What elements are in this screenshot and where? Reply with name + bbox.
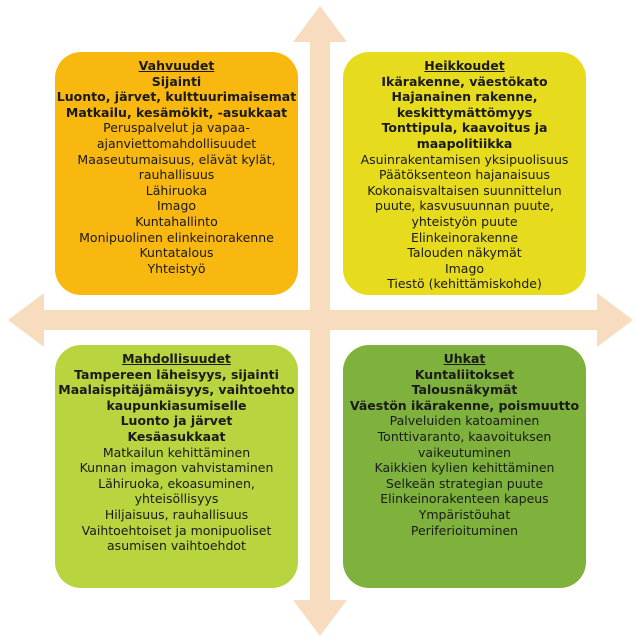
threats-item: Palveluiden katoaminen (389, 413, 540, 429)
threats-item: Periferioituminen (410, 522, 519, 538)
strengths-item: Maaseutumaisuus, elävät kylät, (77, 151, 276, 167)
threats-key-item: Väestön ikärakenne, poismuutto (349, 397, 580, 413)
weaknesses-key-item: Tonttipula, kaavoitus ja (381, 120, 548, 136)
strengths-item: Imago (156, 198, 197, 214)
weaknesses-item: Kokonaisvaltaisen suunnittelun (367, 182, 562, 198)
threats-item: Kaikkien kylien kehittäminen (374, 460, 555, 476)
weaknesses-item: Talouden näkymät (407, 245, 522, 261)
opportunities-item: Lähiruoka, ekoasuminen, (98, 475, 255, 491)
threats-key-item: Kuntaliitokset (414, 366, 515, 382)
strengths-item: rauhallisuus (138, 167, 215, 183)
threats-heading: Uhkat (443, 351, 486, 366)
opportunities-heading: Mahdollisuudet (122, 351, 231, 366)
weaknesses-item: Elinkeinorakenne (410, 229, 519, 245)
threats-item: vaikeutuminen (418, 444, 511, 460)
opportunities-key-item: Luonto ja järvet (120, 413, 233, 429)
weaknesses-key-item: Ikärakenne, väestökato (381, 73, 548, 89)
opportunities-item: yhteisöllisyys (134, 491, 219, 507)
strengths-item: Kuntatalous (139, 245, 214, 261)
weaknesses-key-item: maapolitiikka (416, 135, 513, 151)
weaknesses-heading: Heikkoudet (424, 58, 505, 73)
strengths-item: Peruspalvelut ja vapaa- (103, 120, 250, 136)
strengths-heading: Vahvuudet (138, 58, 215, 73)
horizontal-axis-arrow (8, 293, 633, 347)
weaknesses-key-item: Hajanainen rakenne, (391, 89, 538, 105)
opportunities-item: Vaihtoehtoiset ja monipuoliset (81, 522, 272, 538)
opportunities-item: asumisen vaihtoehdot (107, 538, 246, 554)
threats-item: Tonttivaranto, kaavoituksen (377, 428, 552, 444)
strengths-key-item: Sijainti (151, 73, 202, 89)
opportunities-key-item: Maalaispitäjämäisyys, vaihtoehto (58, 382, 295, 398)
threats-item: Elinkeinorakenteen kapeus (380, 491, 549, 507)
weaknesses-item: Asuinrakentamisen yksipuolisuus (360, 151, 569, 167)
opportunities-item: Matkailun kehittäminen (102, 444, 251, 460)
weaknesses-item: Imago (444, 260, 485, 276)
weaknesses-item: puute, kasvusuunnan puute, (375, 198, 554, 214)
strengths-item: Monipuolinen elinkeinorakenne (79, 229, 274, 245)
weaknesses-item: yhteistyön puute (411, 213, 518, 229)
opportunities-key-item: Tampereen läheisyys, sijainti (74, 366, 279, 382)
opportunities-key-item: kaupunkiasumiselle (106, 397, 247, 413)
opportunities-key-item: Kesäasukkaat (127, 428, 226, 444)
threats-item: Selkeän strategian puute (385, 475, 544, 491)
weaknesses-item: Tiestö (kehittämiskohde) (387, 276, 542, 292)
threats-item: Ympäristöuhat (418, 506, 511, 522)
strengths-key-item: Luonto, järvet, kulttuurimaisemat (56, 89, 297, 105)
strengths-key-item: Matkailu, kesämökit, -asukkaat (65, 104, 288, 120)
strengths-item: Yhteistyö (147, 260, 206, 276)
strengths-item: Lähiruoka (145, 182, 208, 198)
opportunities-item: Hiljaisuus, rauhallisuus (104, 506, 249, 522)
strengths-item: ajanviettomahdollisuudet (96, 135, 257, 151)
weaknesses-key-item: keskittymättömyys (396, 104, 533, 120)
opportunities-item: Kunnan imagon vahvistaminen (79, 460, 274, 476)
threats-key-item: Talousnäkymät (411, 382, 518, 398)
weaknesses-item: Päätöksenteon hajanaisuus (379, 167, 550, 183)
strengths-item: Kuntahallinto (135, 213, 218, 229)
